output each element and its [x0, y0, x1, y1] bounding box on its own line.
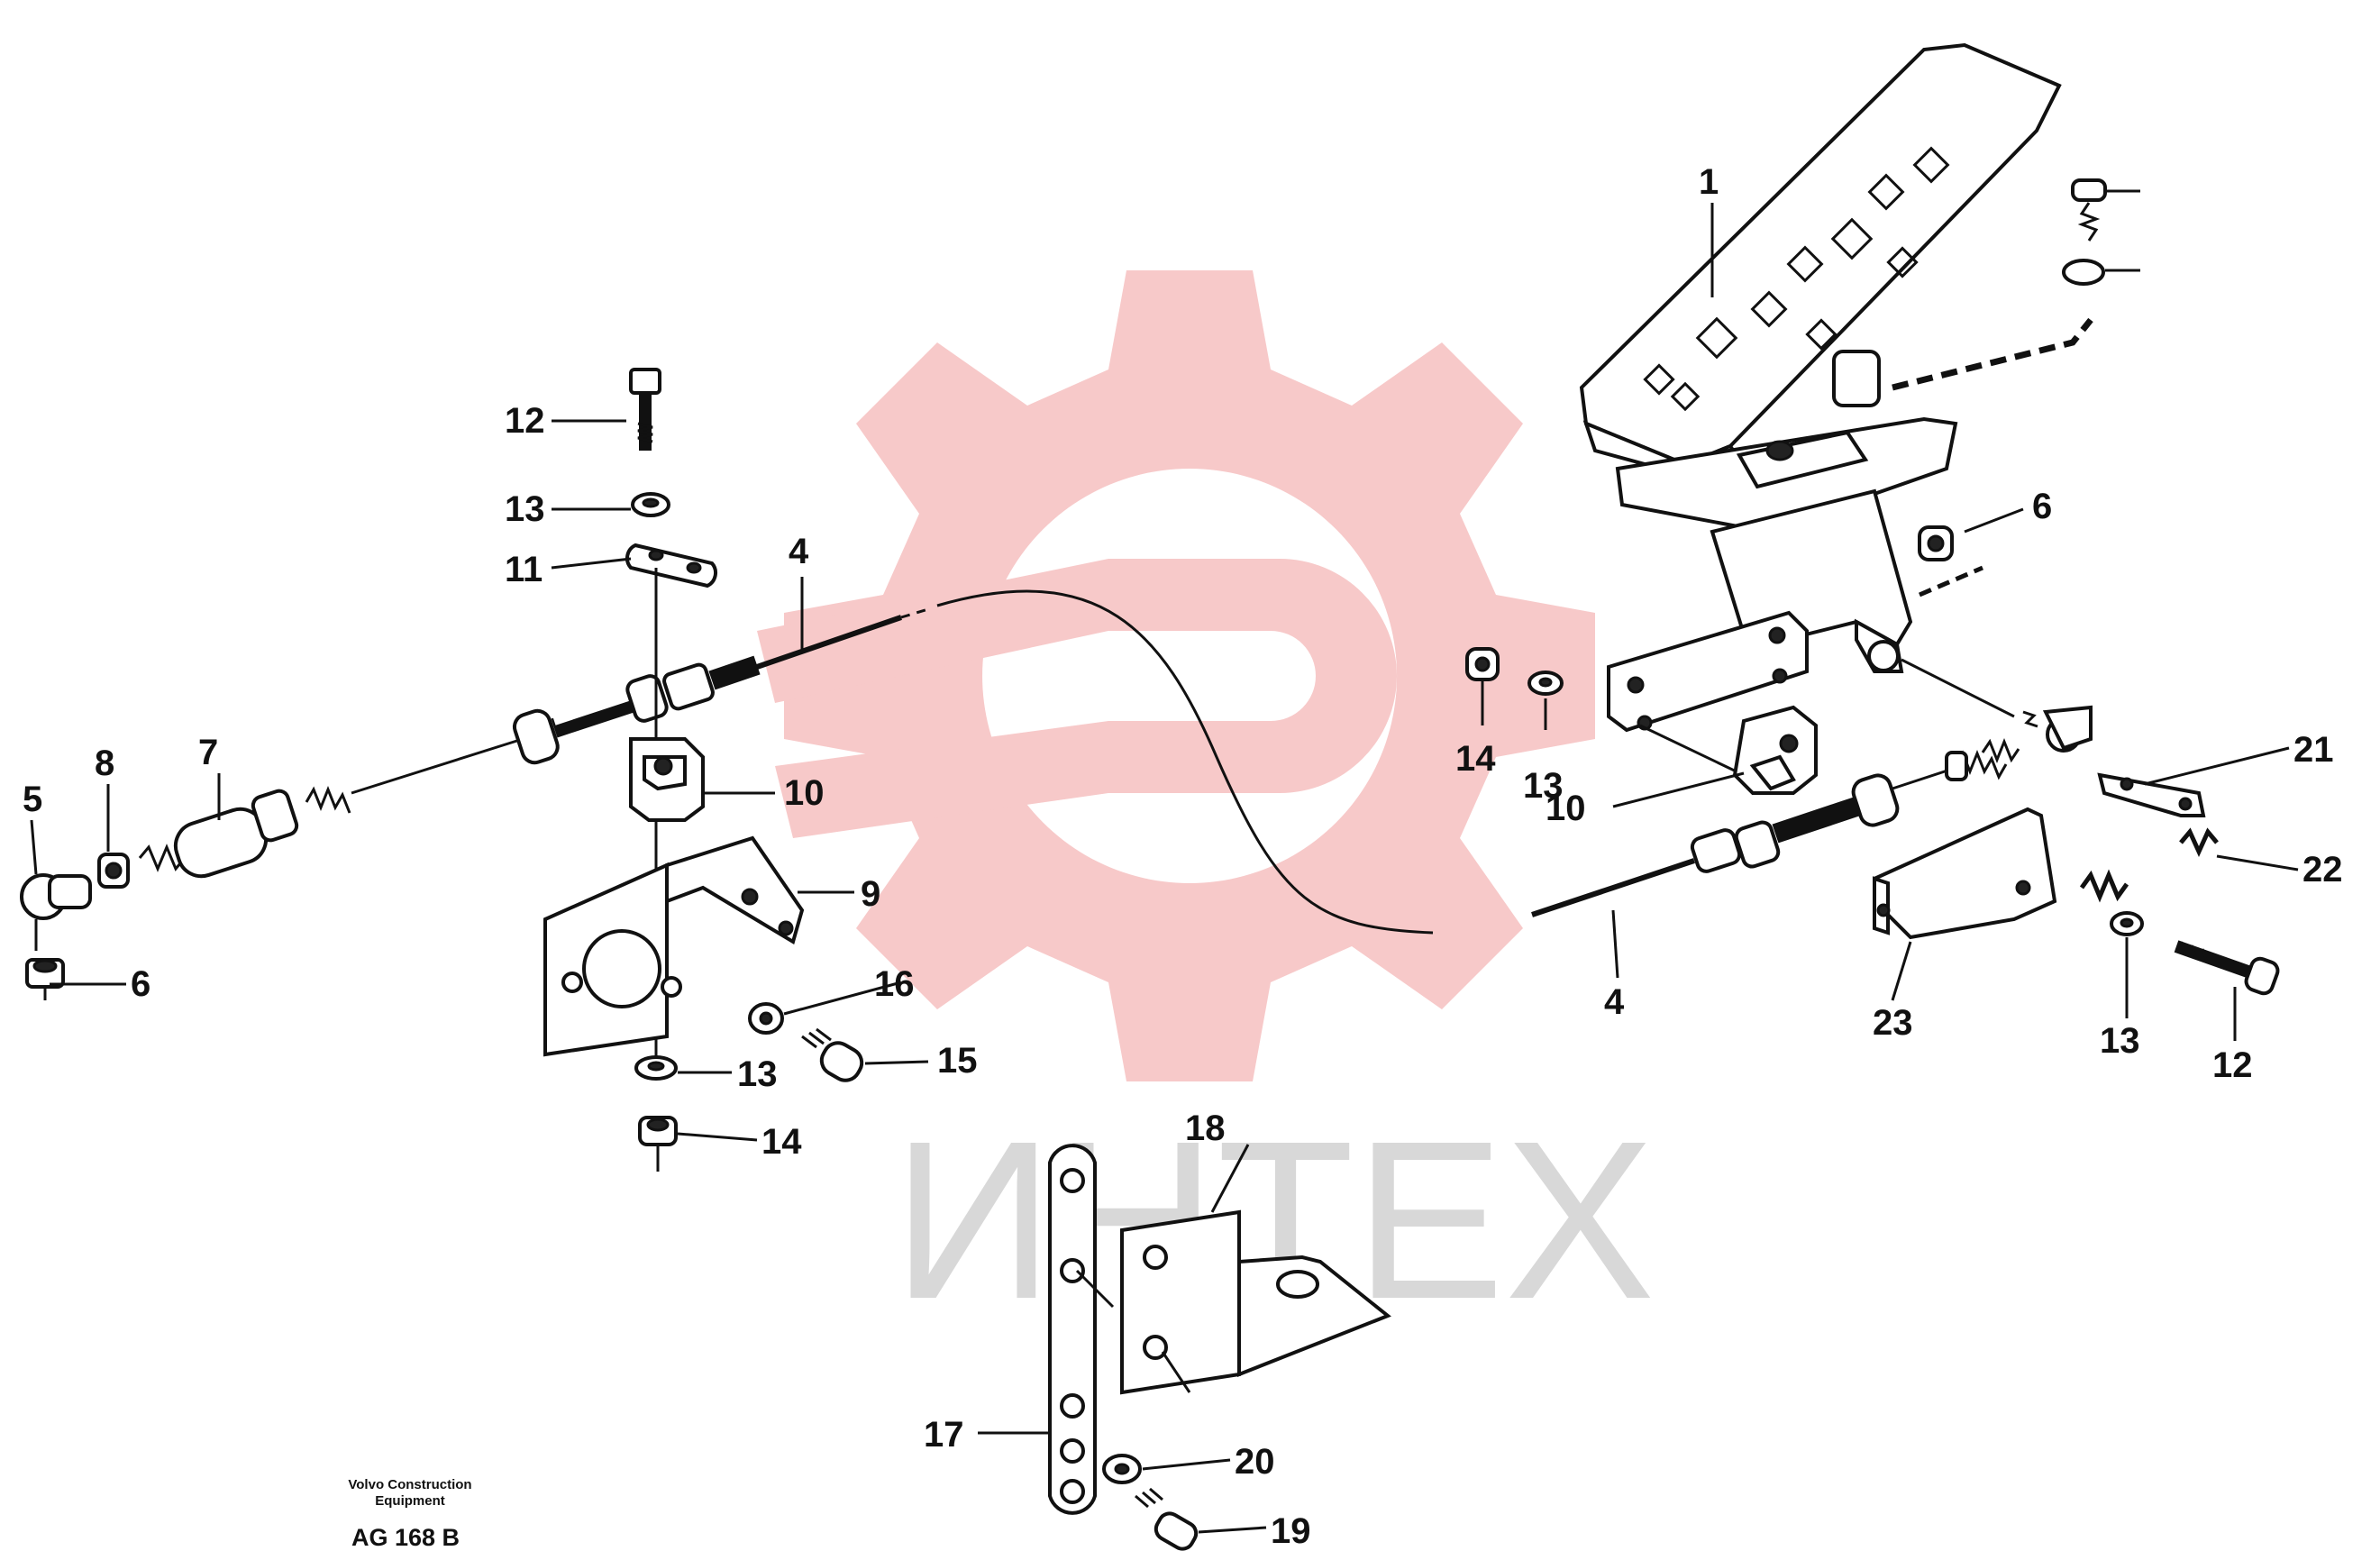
callout-6-right: 6 — [2032, 487, 2052, 526]
callout-13-mid: 13 — [1523, 766, 1564, 806]
callout-13-lower: 13 — [737, 1054, 778, 1094]
callout-11: 11 — [505, 550, 543, 589]
callout-5: 5 — [23, 780, 42, 819]
callout-16: 16 — [874, 964, 915, 1004]
cable-assembly-left — [20, 607, 929, 1000]
callout-12-right: 12 — [2212, 1045, 2253, 1085]
callout-15: 15 — [937, 1041, 978, 1081]
callout-4-right: 4 — [1604, 982, 1625, 1022]
callout-13-top: 13 — [505, 489, 545, 529]
callout-10-left: 10 — [784, 773, 825, 813]
callout-1: 1 — [1699, 162, 1719, 202]
cable-4-curve — [936, 589, 1434, 935]
caption-block: Volvo Construction Equipment AG 168 B — [348, 1477, 471, 1551]
lower-bracket-assembly — [1048, 1144, 1391, 1551]
callout-12-left: 12 — [505, 401, 545, 441]
callout-23: 23 — [1873, 1003, 1913, 1043]
callout-22: 22 — [2302, 850, 2343, 890]
callout-8: 8 — [95, 744, 114, 783]
callout-7: 7 — [198, 733, 218, 772]
callout-20: 20 — [1235, 1442, 1275, 1482]
mount-stack-left — [543, 368, 864, 1172]
accelerator-pedal — [1579, 42, 2140, 718]
callout-14-left: 14 — [761, 1122, 802, 1162]
leader-lines — [30, 203, 2299, 1534]
callout-17: 17 — [924, 1415, 964, 1455]
callout-18: 18 — [1185, 1109, 1226, 1148]
right-cable-assembly — [1465, 610, 2280, 996]
callout-9: 9 — [861, 874, 880, 914]
callout-13-right: 13 — [2100, 1021, 2140, 1061]
callout-19: 19 — [1271, 1511, 1311, 1551]
callout-6-left: 6 — [131, 964, 150, 1004]
callout-14-right: 14 — [1455, 739, 1496, 779]
callout-4-left: 4 — [789, 532, 809, 571]
caption-company: Volvo Construction — [348, 1477, 471, 1492]
callout-21: 21 — [2293, 730, 2334, 770]
callout-numbers: 1 4 4 5 6 6 7 8 9 10 10 11 12 12 13 13 1… — [23, 162, 2343, 1551]
watermark-gear-logo — [757, 270, 1595, 1081]
callout-10-right: 10 — [1546, 789, 1586, 828]
caption-company-line2: Equipment — [375, 1493, 445, 1509]
drawing-code: AG 168 B — [351, 1524, 460, 1551]
